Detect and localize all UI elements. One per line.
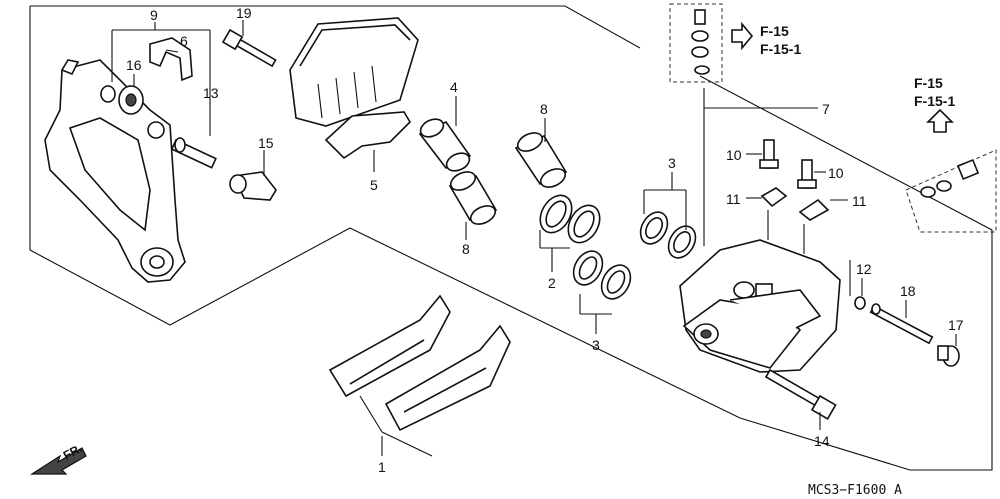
part-14-bolt bbox=[764, 368, 837, 420]
part-5-spring bbox=[324, 111, 412, 160]
part-11-cap-left bbox=[760, 187, 788, 208]
arrow-icon-top-reference bbox=[731, 21, 754, 51]
part-2-seals bbox=[539, 194, 601, 244]
label-part-8-upper: 8 bbox=[540, 101, 548, 117]
upper-pad-shim bbox=[289, 17, 419, 127]
label-part-15: 15 bbox=[258, 135, 274, 151]
figure-code: MCS3−F1600 A bbox=[808, 483, 902, 498]
label-part-3-lower: 3 bbox=[592, 337, 600, 353]
part-16-boot bbox=[118, 85, 144, 115]
part-12-washer bbox=[854, 296, 866, 310]
part-17-plug bbox=[937, 345, 960, 367]
banjo-bolt-box bbox=[905, 149, 997, 233]
label-part-2: 2 bbox=[548, 275, 556, 291]
label-part-19: 19 bbox=[236, 5, 252, 21]
part-3-seals-lower bbox=[572, 250, 632, 300]
label-part-5: 5 bbox=[370, 177, 378, 193]
label-part-17: 17 bbox=[948, 317, 964, 333]
part-13-pin bbox=[170, 137, 217, 169]
label-part-11-right: 11 bbox=[852, 193, 867, 209]
caliper-body bbox=[679, 239, 841, 373]
assembly-frame-left bbox=[29, 6, 911, 471]
label-part-11-left: 11 bbox=[726, 191, 741, 207]
part-1-pads bbox=[328, 294, 511, 432]
reference-right-f15: F-15 bbox=[914, 75, 943, 91]
part-8-sleeve-lower bbox=[448, 171, 498, 225]
label-part-10-right: 10 bbox=[828, 165, 844, 181]
part-8-sleeve-upper bbox=[514, 132, 568, 188]
part-10-bleeder-left bbox=[759, 139, 779, 169]
caliper-bracket bbox=[44, 59, 186, 283]
reference-top-f15: F-15 bbox=[760, 23, 789, 39]
label-part-13: 13 bbox=[203, 85, 219, 101]
label-part-4: 4 bbox=[450, 79, 458, 95]
label-part-14: 14 bbox=[814, 433, 830, 449]
part-10-bleeder-right bbox=[797, 159, 817, 189]
reference-top-f151: F-15-1 bbox=[760, 41, 801, 57]
part-4-sleeve bbox=[418, 118, 472, 172]
part-11-cap-right bbox=[798, 198, 830, 221]
part-3-seals-upper bbox=[639, 211, 697, 259]
label-part-12: 12 bbox=[856, 261, 872, 277]
reference-right-f151: F-15-1 bbox=[914, 93, 955, 109]
part-15-bushing bbox=[229, 171, 277, 201]
label-part-1: 1 bbox=[378, 459, 386, 475]
label-part-6: 6 bbox=[180, 33, 188, 49]
part-6-clip bbox=[149, 37, 193, 82]
leader-lines bbox=[111, 20, 957, 457]
label-part-7: 7 bbox=[822, 101, 830, 117]
part-18-pin bbox=[869, 303, 934, 345]
front-direction-arrow-icon bbox=[29, 447, 87, 475]
part-19-bolt bbox=[221, 28, 277, 68]
label-part-10-left: 10 bbox=[726, 147, 742, 163]
label-part-9: 9 bbox=[150, 7, 158, 23]
assembly-frame bbox=[30, 5, 641, 49]
label-part-3-upper: 3 bbox=[668, 155, 676, 171]
assembly-frame-right bbox=[699, 75, 993, 471]
arrow-icon-right-reference bbox=[926, 108, 954, 133]
label-part-8-lower: 8 bbox=[462, 241, 470, 257]
label-part-18: 18 bbox=[900, 283, 916, 299]
label-part-16: 16 bbox=[126, 57, 142, 73]
hose-fitting-box bbox=[669, 3, 723, 83]
